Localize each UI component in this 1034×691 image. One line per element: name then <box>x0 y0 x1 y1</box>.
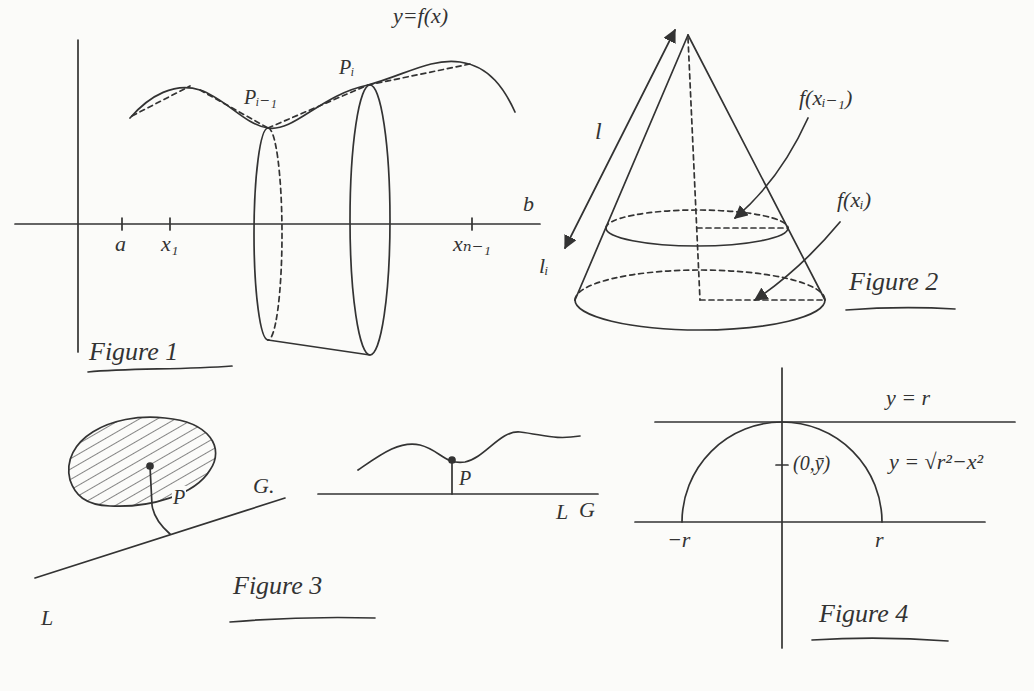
x-axis <box>15 223 540 225</box>
radius <box>697 227 788 229</box>
underline <box>230 618 375 623</box>
point <box>449 457 455 463</box>
figure-caption: Figure 2 <box>848 268 939 297</box>
figure-caption: Figure 4 <box>818 600 909 629</box>
point-label: P <box>458 467 472 489</box>
point <box>147 463 153 469</box>
tick-label: −r <box>666 528 691 552</box>
radius <box>700 299 825 301</box>
figure-3-regions <box>35 417 598 622</box>
y-axis <box>77 40 79 352</box>
curve-label: y = √r²−x² <box>888 450 984 474</box>
cone-side <box>575 35 688 300</box>
line-l <box>318 493 598 495</box>
figure-caption: Figure 3 <box>232 572 323 601</box>
line-y-r <box>655 421 1015 423</box>
chord <box>368 64 470 85</box>
rotation-label: G. <box>252 474 275 498</box>
semicircle <box>682 422 882 522</box>
curve <box>358 432 580 470</box>
underline <box>812 638 948 641</box>
tick-label: b <box>522 192 535 216</box>
underline <box>88 366 232 372</box>
frustum-edge <box>350 85 390 355</box>
frustum-edge <box>268 340 370 355</box>
point-label: Pᵢ <box>338 56 355 78</box>
underline <box>846 308 955 310</box>
cone-axis <box>688 38 700 300</box>
region <box>69 417 216 506</box>
tick <box>121 218 123 230</box>
y-axis <box>781 368 783 648</box>
line-label: L <box>555 500 569 524</box>
illustration <box>15 30 1015 648</box>
figure-4-semicircle <box>635 368 1015 648</box>
tick-label: x₁ <box>160 232 179 256</box>
dimension-label: lᵢ <box>538 254 550 278</box>
tick <box>471 218 473 230</box>
pointer-arrow <box>735 118 808 218</box>
line-l <box>35 498 285 578</box>
base-circle <box>575 300 825 330</box>
frustum-edge <box>268 128 282 340</box>
slant-dimension <box>565 30 675 248</box>
pointer-arrow <box>755 222 840 300</box>
tick-label: a <box>114 232 127 256</box>
point-label: P <box>172 486 186 508</box>
line-label: y = r <box>885 386 931 410</box>
curve <box>130 61 515 128</box>
x-axis <box>635 521 985 523</box>
point-label: Pᵢ₋₁ <box>243 86 278 108</box>
tick-label: xₙ₋₁ <box>452 232 492 256</box>
curve-label: y=f(x) <box>392 4 449 28</box>
point-label: (0,ȳ) <box>792 452 831 474</box>
pointer-label: f(xᵢ₋₁) <box>798 86 853 110</box>
tick-label: r <box>874 528 885 552</box>
pointer-label: f(xᵢ) <box>836 188 872 212</box>
figure-2-cone <box>565 30 955 330</box>
figure-1-graph <box>15 40 540 372</box>
figure-caption: Figure 1 <box>88 338 179 367</box>
distance-line <box>451 460 453 494</box>
frustum-edge <box>254 128 268 340</box>
rotation-label: G <box>578 498 596 522</box>
chord <box>268 85 368 128</box>
dimension-label: l <box>594 118 603 144</box>
tick <box>776 464 788 466</box>
line-label: L <box>40 606 54 630</box>
distance-line <box>150 466 170 534</box>
chord <box>132 86 190 116</box>
tick <box>169 218 171 230</box>
